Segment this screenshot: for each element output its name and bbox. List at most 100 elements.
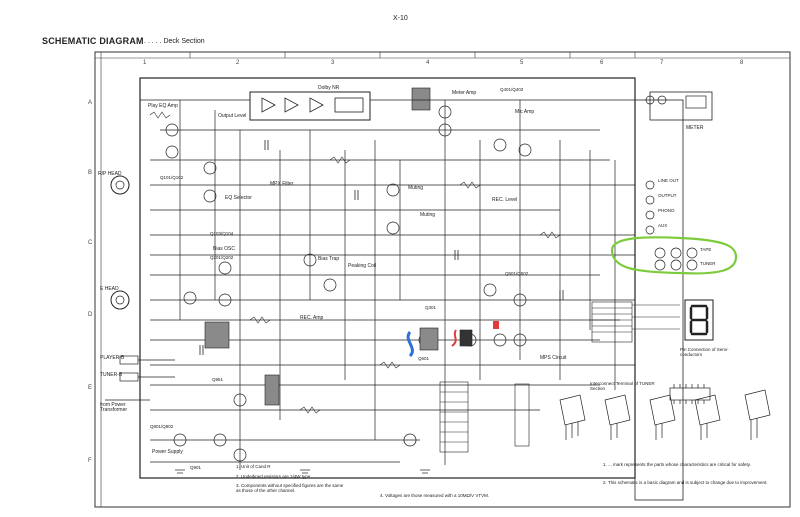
label-output: OUTPUT <box>658 193 677 198</box>
label-dolby-nr: Dolby NR <box>318 85 340 91</box>
diagram-title: SCHEMATIC DIAGRAM <box>42 36 144 46</box>
label-from-power-transformer: from Power Transformer <box>100 402 128 413</box>
note-line: 2. Underlined resistors are 1/4W type. <box>236 474 312 479</box>
part-ref: Q901 <box>190 465 202 470</box>
page-number: X-10 <box>393 15 408 22</box>
label-peaking-coil: Peaking Coil <box>348 263 377 269</box>
bottom-connector-ladder <box>439 381 530 453</box>
part-ref: Q301 <box>425 305 437 310</box>
green-highlight-outline <box>610 236 738 275</box>
note-line: 1. Unit of Cand R <box>236 464 271 469</box>
label-phono: PHONO <box>658 208 675 213</box>
label-meter: METER <box>686 125 704 131</box>
label-rp-head: R/P HEAD <box>98 171 122 177</box>
note-right-line: 2. This schematic is a basic diagram and… <box>603 480 768 485</box>
deck-board-outline <box>139 77 636 479</box>
part-ref: Q601 <box>418 356 430 361</box>
dark-ic-d4 <box>459 329 473 347</box>
part-ref: Q401/Q402 <box>500 87 524 92</box>
meter-face <box>685 95 707 109</box>
label-muting: Muting <box>408 185 424 191</box>
grid-row-f: F <box>88 458 92 464</box>
e-head-connector <box>110 290 130 310</box>
grid-row-c: C <box>88 240 93 246</box>
ground-symbols <box>175 469 430 474</box>
label-play-eq-amp: Play EQ Amp <box>148 103 178 109</box>
part-ref: Q201/Q202 <box>210 255 234 260</box>
label-muting-2: Muting <box>420 212 436 218</box>
player-tuner-connectors <box>105 355 175 401</box>
dolby-amp-1 <box>261 97 276 113</box>
shaded-ic-top <box>411 87 431 111</box>
label-output-level: Output Level <box>218 113 247 119</box>
grid-col-2: 2 <box>236 60 240 66</box>
note-line: 4. Voltages are those measured with a 10… <box>380 493 490 498</box>
label-tape: TAPE <box>700 247 712 252</box>
diagram-subtitle: . . . . . Deck Section <box>144 38 205 45</box>
grid-col-3: 3 <box>331 60 335 66</box>
grid-col-6: 6 <box>600 60 604 66</box>
label-player-b: PLAYER-B <box>100 355 125 361</box>
dolby-amp-3 <box>309 97 324 113</box>
label-eq-selector: EQ Selector <box>225 195 252 201</box>
grid-row-d: D <box>88 312 93 318</box>
label-bias-osc: Bias OSC <box>213 246 235 252</box>
red-highlight-dot <box>493 321 499 329</box>
shaded-ic-d4 <box>419 327 439 351</box>
output-jacks <box>645 95 698 271</box>
label-mpx-filter: MPX Filter <box>270 181 294 187</box>
meter-box <box>649 91 713 121</box>
label-mic-amp: Mic Amp <box>515 109 535 115</box>
sheet-frame <box>94 51 791 508</box>
dolby-sub-block <box>334 97 364 113</box>
ic-package-drawing <box>669 384 711 404</box>
label-line-out: LINE OUT <box>658 178 679 183</box>
grid-col-5: 5 <box>520 60 524 66</box>
part-ref: Q801/Q802 <box>150 424 174 429</box>
column-ticks <box>189 52 636 58</box>
shaded-ic-d1 <box>204 321 230 349</box>
grid-row-a: A <box>88 100 93 106</box>
note-line: 3. Components without specified figures … <box>236 483 344 493</box>
signal-wiring <box>140 99 635 470</box>
label-mps-circuit: MPS Circuit <box>540 355 567 361</box>
part-ref: Q101/Q102 <box>160 175 184 180</box>
label-pin-connection: Pin Connection of Semi-conductors <box>680 347 729 357</box>
grid-col-4: 4 <box>426 60 430 66</box>
label-interconnect: Interconnect Terminal of TUNER Section <box>590 381 655 391</box>
label-e-head: E HEAD <box>100 286 119 292</box>
label-tuner-b: TUNER-B <box>100 372 123 378</box>
e-head-core <box>115 295 125 305</box>
grid-col-1: 1 <box>143 60 147 66</box>
rp-head-connector <box>110 175 130 195</box>
part-ref: Q103/Q104 <box>210 231 234 236</box>
shaded-ic-e2 <box>264 374 280 406</box>
grid-row-e: E <box>88 385 93 391</box>
label-power-supply: Power Supply <box>152 449 183 455</box>
transistor-packages <box>559 389 771 440</box>
label-rec-level: REC. Level <box>492 197 518 203</box>
tuner-interconnect-strip <box>591 301 680 343</box>
dolby-nr-block <box>249 91 371 121</box>
seven-segment-digit <box>689 304 709 336</box>
grid-col-7: 7 <box>660 60 664 66</box>
blue-highlight-mark <box>406 331 414 358</box>
note-right-line: 1. ... mark represents the parts whose c… <box>603 462 751 467</box>
red-highlight-mark <box>451 329 457 347</box>
grid-row-b: B <box>88 170 93 176</box>
label-bias-trap: Bias Trap <box>318 256 340 262</box>
rp-head-core <box>115 180 125 190</box>
label-meter-amp: Meter Amp <box>452 90 477 96</box>
grid-col-8: 8 <box>740 60 744 66</box>
resistors <box>149 111 561 414</box>
label-aux: AUX <box>658 223 668 228</box>
part-ref: Q501/Q502 <box>505 271 529 276</box>
label-rec-amp: REC. Amp <box>300 315 324 321</box>
seven-segment-display <box>684 299 714 341</box>
dolby-amp-2 <box>284 97 299 113</box>
transistors <box>165 105 532 462</box>
capacitors <box>199 140 564 355</box>
output-board-outline <box>634 99 684 501</box>
